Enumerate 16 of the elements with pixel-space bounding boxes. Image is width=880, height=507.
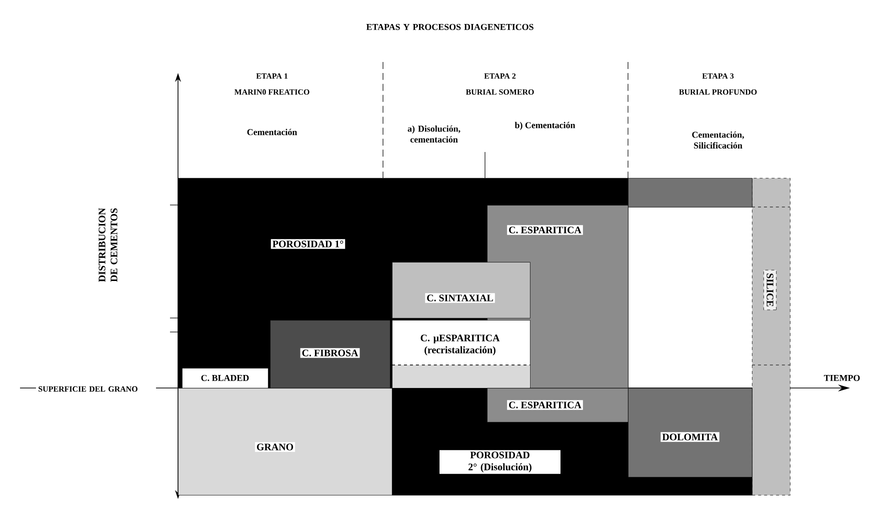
axis-label: TIEMPO (824, 374, 860, 381)
process-label: a) Disolución, cementación (408, 125, 460, 143)
grid-zone: C. SINTAXIAL (392, 262, 530, 318)
axis-title: DISTRIBUCION DE CEMENTOS (98, 208, 118, 282)
process-label: b) Cementación (514, 122, 576, 130)
silica-zone: SILICE (752, 178, 790, 496)
process-label: Cementación, Silicificación (692, 131, 744, 149)
hatched-zone: C. ESPARITICA (487, 388, 628, 422)
cement-zone: C. µESPARITICA (recristalización) (392, 320, 530, 388)
title: ETAPAS Y PROCESOS DIAGENETICOS (366, 24, 534, 30)
grain-zone: GRANO (178, 388, 392, 496)
speckled-zone: C. FIBROSA (270, 320, 390, 388)
cement-zone: C. BLADED (182, 368, 268, 388)
process-label: Cementación (247, 128, 298, 136)
hatched-zone: DOLOMITA (628, 388, 752, 478)
hatched-band (628, 178, 752, 208)
